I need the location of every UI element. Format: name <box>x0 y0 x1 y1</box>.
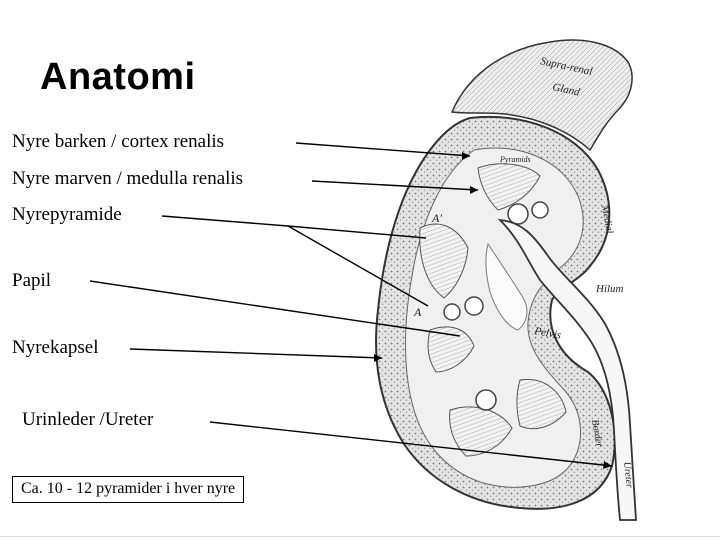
bottom-rule <box>0 536 720 537</box>
calyx-3 <box>464 296 484 316</box>
arrowhead-ureter <box>603 461 612 469</box>
engr-mark-a2: A <box>413 305 422 319</box>
arrowhead-cortex <box>462 152 470 160</box>
leader-capsule <box>129 348 383 359</box>
leader-medulla <box>311 180 479 191</box>
label-papil: Papil <box>12 270 52 291</box>
pyramid-left <box>419 223 469 299</box>
arrowhead-capsule <box>374 354 382 362</box>
leader-cortex <box>295 142 471 157</box>
engr-medial: Medial <box>599 204 615 235</box>
arrowheads <box>374 152 612 469</box>
arrowhead-medulla <box>470 186 478 194</box>
leader-lines <box>89 142 613 467</box>
suprarenal-gland <box>450 39 633 152</box>
pyramid-mid <box>427 326 475 373</box>
engr-ureter: Ureter <box>621 461 635 488</box>
calyx-5 <box>475 389 497 411</box>
leader-pyramid-a <box>287 225 427 239</box>
calyx-1 <box>507 203 529 225</box>
leader-pyramid-b <box>287 225 429 307</box>
pyramid-count-note: Ca. 10 - 12 pyramider i hver nyre <box>12 476 245 503</box>
calyx-4 <box>443 303 461 321</box>
leader-ureter <box>209 421 613 467</box>
pyramid-upper <box>477 163 541 211</box>
label-capsule: Nyrekapsel <box>12 337 99 358</box>
engr-pyramids: Pyramids <box>499 155 531 164</box>
pelvis-inner <box>485 242 528 331</box>
slide-title: Anatomi <box>40 56 196 98</box>
engr-border: Border <box>589 419 605 449</box>
label-pyramid: Nyrepyramide <box>12 204 122 225</box>
leader-papil <box>89 280 461 337</box>
engr-hilum: Hilum <box>595 283 624 295</box>
label-medulla: Nyre marven / medulla renalis <box>12 168 244 189</box>
renal-pelvis <box>497 218 637 521</box>
engr-gland-2: Gland <box>551 81 581 99</box>
label-cortex: Nyre barken / cortex renalis <box>12 131 225 152</box>
label-ureter: Urinleder /Ureter <box>22 409 154 430</box>
engr-mark-a1: A' <box>431 211 442 225</box>
leader-pyramid-stem <box>161 215 289 227</box>
pyramid-right-lower <box>516 378 567 430</box>
engr-pelvis: Pelvis <box>532 325 562 342</box>
calyx-2 <box>531 201 549 219</box>
